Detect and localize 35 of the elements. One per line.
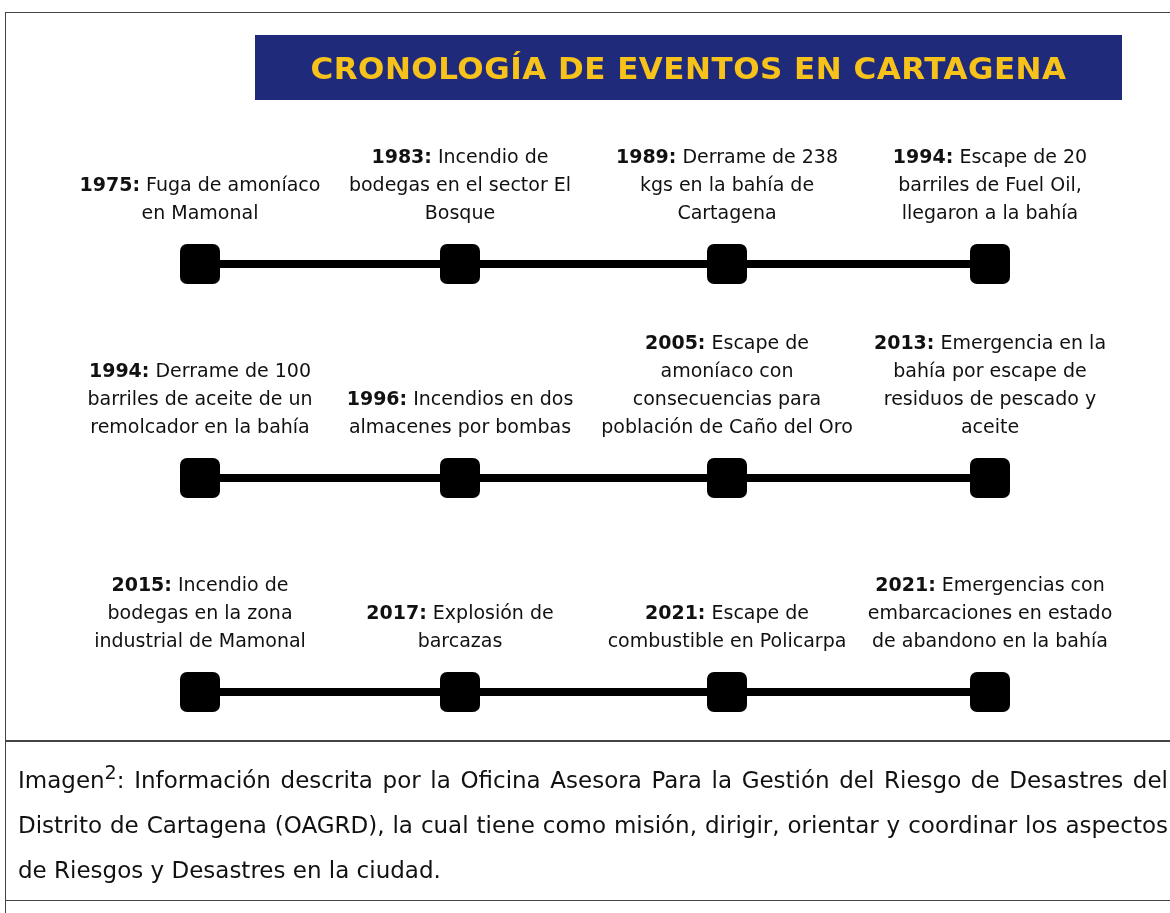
timeline-marker: [970, 672, 1010, 712]
timeline-line: [220, 474, 440, 482]
event-text: 2015: Incendio de bodegas en la zona industrial de Mamonal: [93, 572, 307, 653]
event-text: 1994: Derrame de 100 barriles de aceite de un remolcador en la bahía: [86, 358, 314, 439]
title-banner: CRONOLOGÍA DE EVENTOS EN CARTAGENA: [255, 35, 1122, 100]
caption: Imagen$^{2}$: Información descrita por la Oficina Asesora Para la Gestión del Riesgo de Desastres del Distrito de Cartagena (OAGRD), la cual tiene como misión, dirigir, orientar y coordinar los aspectos de Riesgos y Desastres en la ciudad.: [18, 760, 1168, 885]
timeline-line: [220, 688, 440, 696]
event-text: 1975: Fuga de amoníaco en Mamonal: [78, 172, 322, 225]
timeline-line: [747, 260, 970, 268]
timeline-line: [220, 260, 440, 268]
timeline-marker: [970, 458, 1010, 498]
timeline-marker: [707, 244, 747, 284]
event-text: 2013: Emergencia en la bahía por escape de residuos de pescado y aceite: [872, 330, 1108, 439]
event-text: 1996: Incendios en dos almacenes por bombas: [345, 386, 575, 439]
timeline-marker: [180, 458, 220, 498]
timeline-marker: [440, 672, 480, 712]
timeline-marker: [440, 458, 480, 498]
timeline-line: [480, 260, 707, 268]
timeline-marker: [707, 458, 747, 498]
timeline-marker: [180, 244, 220, 284]
event-text: 1994: Escape de 20 barriles de Fuel Oil, llegaron a la bahía: [891, 144, 1089, 225]
event-text: 2005: Escape de amoníaco con consecuencias para población de Caño del Oro: [600, 330, 854, 439]
event-text: 2021: Emergencias con embarcaciones en estado de abandono en la bahía: [866, 572, 1114, 653]
timeline-marker: [180, 672, 220, 712]
timeline-line: [747, 688, 970, 696]
timeline-marker: [440, 244, 480, 284]
event-text: 2017: Explosión de barcazas: [365, 600, 555, 653]
event-text: 1989: Derrame de 238 kgs en la bahía de Cartagena: [614, 144, 840, 225]
timeline-line: [480, 688, 707, 696]
timeline-line: [747, 474, 970, 482]
timeline-line: [480, 474, 707, 482]
event-text: 2021: Escape de combustible en Policarpa: [606, 600, 848, 653]
event-text: 1983: Incendio de bodegas en el sector El Bosque: [347, 144, 573, 225]
timeline-marker: [970, 244, 1010, 284]
timeline-marker: [707, 672, 747, 712]
